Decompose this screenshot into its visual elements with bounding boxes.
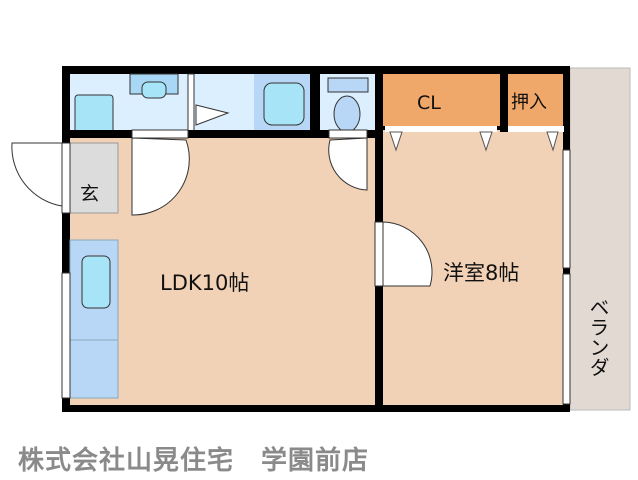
closet-door-icon xyxy=(479,131,493,152)
room-label-oshiire: 押入 xyxy=(511,92,547,113)
room-label-balcony: ベランダ xyxy=(586,297,610,377)
window xyxy=(562,149,571,269)
room-label-bedroom: 洋室8帖 xyxy=(443,261,519,285)
wall xyxy=(500,74,508,132)
window xyxy=(61,272,71,399)
room-label-closet: CL xyxy=(417,92,441,114)
door-swing-icon[interactable] xyxy=(382,221,433,287)
toilet-tank-icon xyxy=(327,77,369,93)
room-label-ldk: LDK10帖 xyxy=(160,271,249,295)
closet-door-icon xyxy=(389,131,403,152)
window xyxy=(562,273,571,405)
wall xyxy=(310,74,320,132)
closet xyxy=(383,74,500,126)
company-name: 株式会社山晃住宅 学園前店 xyxy=(18,446,370,476)
oshiire-door-icon xyxy=(546,131,559,152)
sink-icon xyxy=(81,255,111,309)
ldk-room xyxy=(70,138,375,405)
oshiire xyxy=(508,74,563,126)
door-opening xyxy=(374,221,384,287)
door-swing-icon[interactable] xyxy=(131,137,190,216)
room-label-entrance: 玄 xyxy=(80,183,99,205)
bath-door-icon xyxy=(195,104,230,126)
front-door-swing-icon[interactable] xyxy=(11,142,63,207)
toilet-icon xyxy=(333,95,361,133)
bathtub-icon xyxy=(263,82,305,126)
washing-machine-icon xyxy=(141,81,167,99)
front-door-opening xyxy=(61,142,71,214)
washbasin-icon xyxy=(74,94,114,134)
oshiire-door-track xyxy=(507,126,564,132)
door-opening xyxy=(131,129,189,139)
closet-door-track xyxy=(385,126,497,132)
wall xyxy=(62,130,383,138)
entrance-area xyxy=(69,142,119,214)
door-swing-icon[interactable] xyxy=(328,137,368,191)
balcony xyxy=(569,67,631,411)
door-opening xyxy=(328,129,368,139)
bath-door xyxy=(187,73,195,133)
